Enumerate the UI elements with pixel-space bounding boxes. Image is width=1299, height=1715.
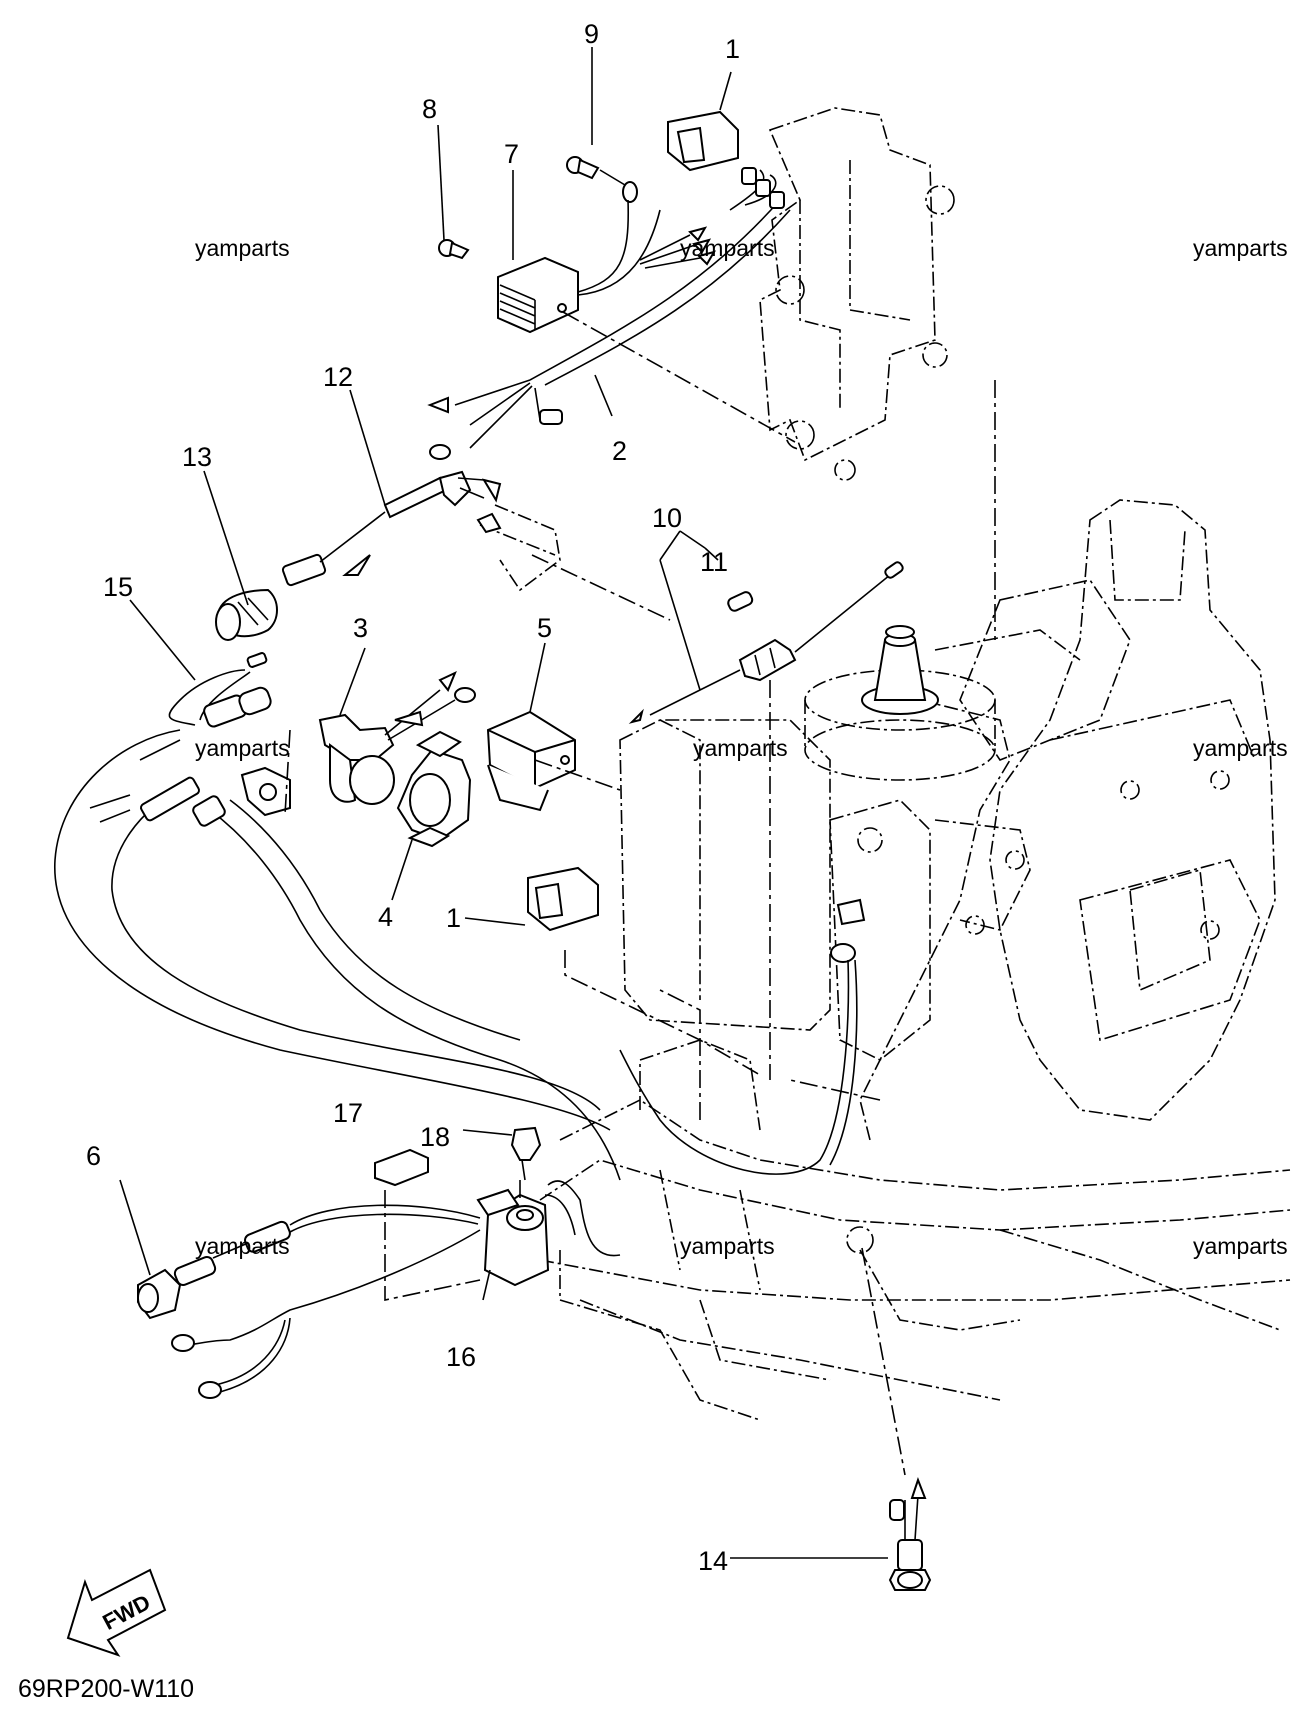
callout-18: 18 — [420, 1122, 450, 1152]
callout-9: 9 — [584, 19, 599, 49]
callout-15: 15 — [103, 572, 133, 602]
part-10-fuse-holder — [628, 561, 904, 724]
watermark: yamparts — [680, 235, 775, 261]
part-16-clamp — [476, 1180, 621, 1287]
sensor-bolt — [476, 504, 561, 592]
engine-outline — [539, 107, 1291, 1421]
part-14-switch — [888, 1477, 932, 1591]
callout-1-top: 1 — [725, 34, 740, 64]
watermark: yamparts — [1193, 235, 1288, 261]
callout-3: 3 — [353, 613, 368, 643]
leader-lines — [119, 47, 906, 1559]
ground-lead — [619, 898, 866, 1175]
part-12-sensor — [281, 470, 502, 587]
callout-2: 2 — [612, 436, 627, 466]
callout-1-lower: 1 — [446, 903, 461, 933]
part-6-battery-cable — [137, 1204, 481, 1399]
watermarks: yamparts yamparts yamparts yamparts yamp… — [195, 235, 1288, 1259]
callout-17: 17 — [333, 1098, 363, 1128]
callout-7: 7 — [504, 139, 519, 169]
part-1-lower-cover — [527, 866, 599, 932]
callout-10: 10 — [652, 503, 682, 533]
callout-12: 12 — [323, 362, 353, 392]
part-1-top-cover — [667, 110, 739, 172]
part-11-fuse — [727, 591, 754, 612]
part-18-screw — [510, 1126, 542, 1181]
callout-16: 16 — [446, 1342, 476, 1372]
watermark: yamparts — [680, 1233, 775, 1259]
callout-6: 6 — [86, 1141, 101, 1171]
callout-8: 8 — [422, 94, 437, 124]
part-2-wire-harness — [427, 167, 791, 460]
callout-14: 14 — [698, 1546, 728, 1576]
part-5-bracket — [486, 710, 576, 812]
watermark: yamparts — [195, 1233, 290, 1259]
part-8-screw — [438, 239, 470, 260]
fwd-arrow-icon: FWD — [66, 1568, 167, 1657]
callout-labels: 1 9 8 7 2 12 13 15 3 5 4 1 10 11 6 17 18… — [86, 19, 740, 1576]
part-17-clip — [374, 1148, 429, 1187]
part-4-relay-cover — [396, 730, 472, 848]
part-3-starter-relay — [318, 671, 476, 805]
watermark: yamparts — [195, 235, 290, 261]
part-7-rectifier — [497, 199, 717, 334]
watermark: yamparts — [1193, 1233, 1288, 1259]
callout-13: 13 — [182, 442, 212, 472]
watermark: yamparts — [1193, 735, 1288, 761]
callout-4: 4 — [378, 902, 393, 932]
watermark: yamparts — [693, 735, 788, 761]
part-15-starter-cable — [54, 652, 621, 1181]
callout-5: 5 — [537, 613, 552, 643]
callout-11: 11 — [700, 547, 728, 577]
part-13-grommet — [215, 588, 278, 641]
part-9-screw — [566, 156, 638, 203]
diagram-code: 69RP200-W110 — [18, 1675, 194, 1703]
watermark: yamparts — [195, 735, 290, 761]
